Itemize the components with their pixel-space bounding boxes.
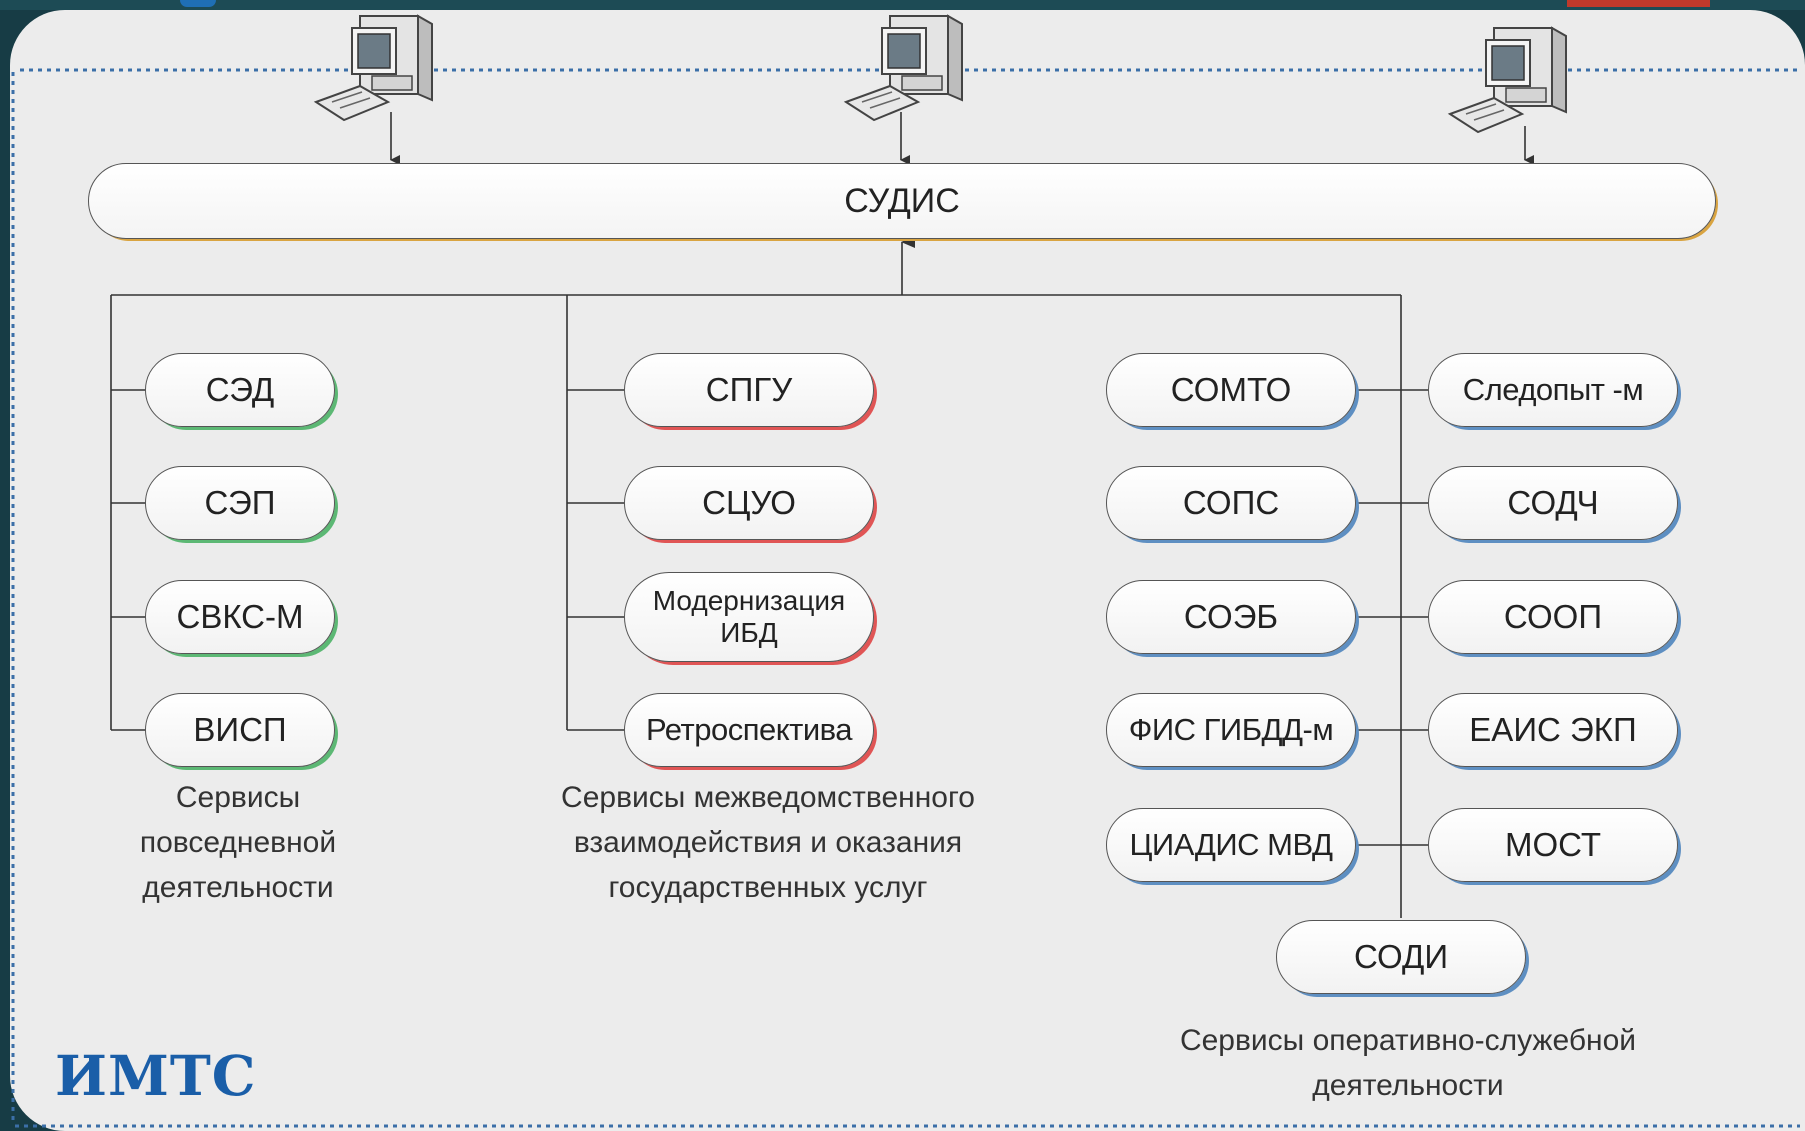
desktop-computer-icon: [843, 14, 963, 122]
node-retrospectiva: Ретроспектива: [624, 693, 874, 767]
node-fis-gibdd-m: ФИС ГИБДД-м: [1106, 693, 1356, 767]
node-sodi: СОДИ: [1276, 920, 1526, 994]
top-bar: [0, 0, 1805, 10]
group-caption-interagency: Сервисы межведомственного взаимодействия…: [561, 781, 975, 904]
top-blue-accent: [180, 0, 216, 7]
desktop-computer-icon: [313, 14, 433, 122]
node-ciadis-mvd: ЦИАДИС МВД: [1106, 808, 1356, 882]
central-node-sudis: СУДИС: [88, 163, 1716, 239]
group-caption-operational: Сервисы оперативно-служебной деятельност…: [1179, 1024, 1637, 1102]
node-sep: СЭП: [145, 466, 335, 540]
node-scuo: СЦУО: [624, 466, 874, 540]
group-caption-daily: Сервисы повседневной деятельности: [139, 781, 337, 904]
node-sodch: СОДЧ: [1428, 466, 1678, 540]
node-soeb: СОЭБ: [1106, 580, 1356, 654]
node-somto: СОМТО: [1106, 353, 1356, 427]
node-visp: ВИСП: [145, 693, 335, 767]
node-sledopyt-m: Следопыт -м: [1428, 353, 1678, 427]
node-eais-ekp: ЕАИС ЭКП: [1428, 693, 1678, 767]
top-red-accent: [1567, 0, 1710, 7]
node-sed: СЭД: [145, 353, 335, 427]
node-spgu: СПГУ: [624, 353, 874, 427]
node-sops: СОПС: [1106, 466, 1356, 540]
node-soop: СООП: [1428, 580, 1678, 654]
desktop-computer-icon: [1447, 26, 1567, 134]
node-modernization-ibd: Модернизация ИБД: [624, 572, 874, 662]
node-most: МОСТ: [1428, 808, 1678, 882]
imts-logo: ИМТС: [55, 1043, 257, 1108]
node-svks-m: СВКС-М: [145, 580, 335, 654]
